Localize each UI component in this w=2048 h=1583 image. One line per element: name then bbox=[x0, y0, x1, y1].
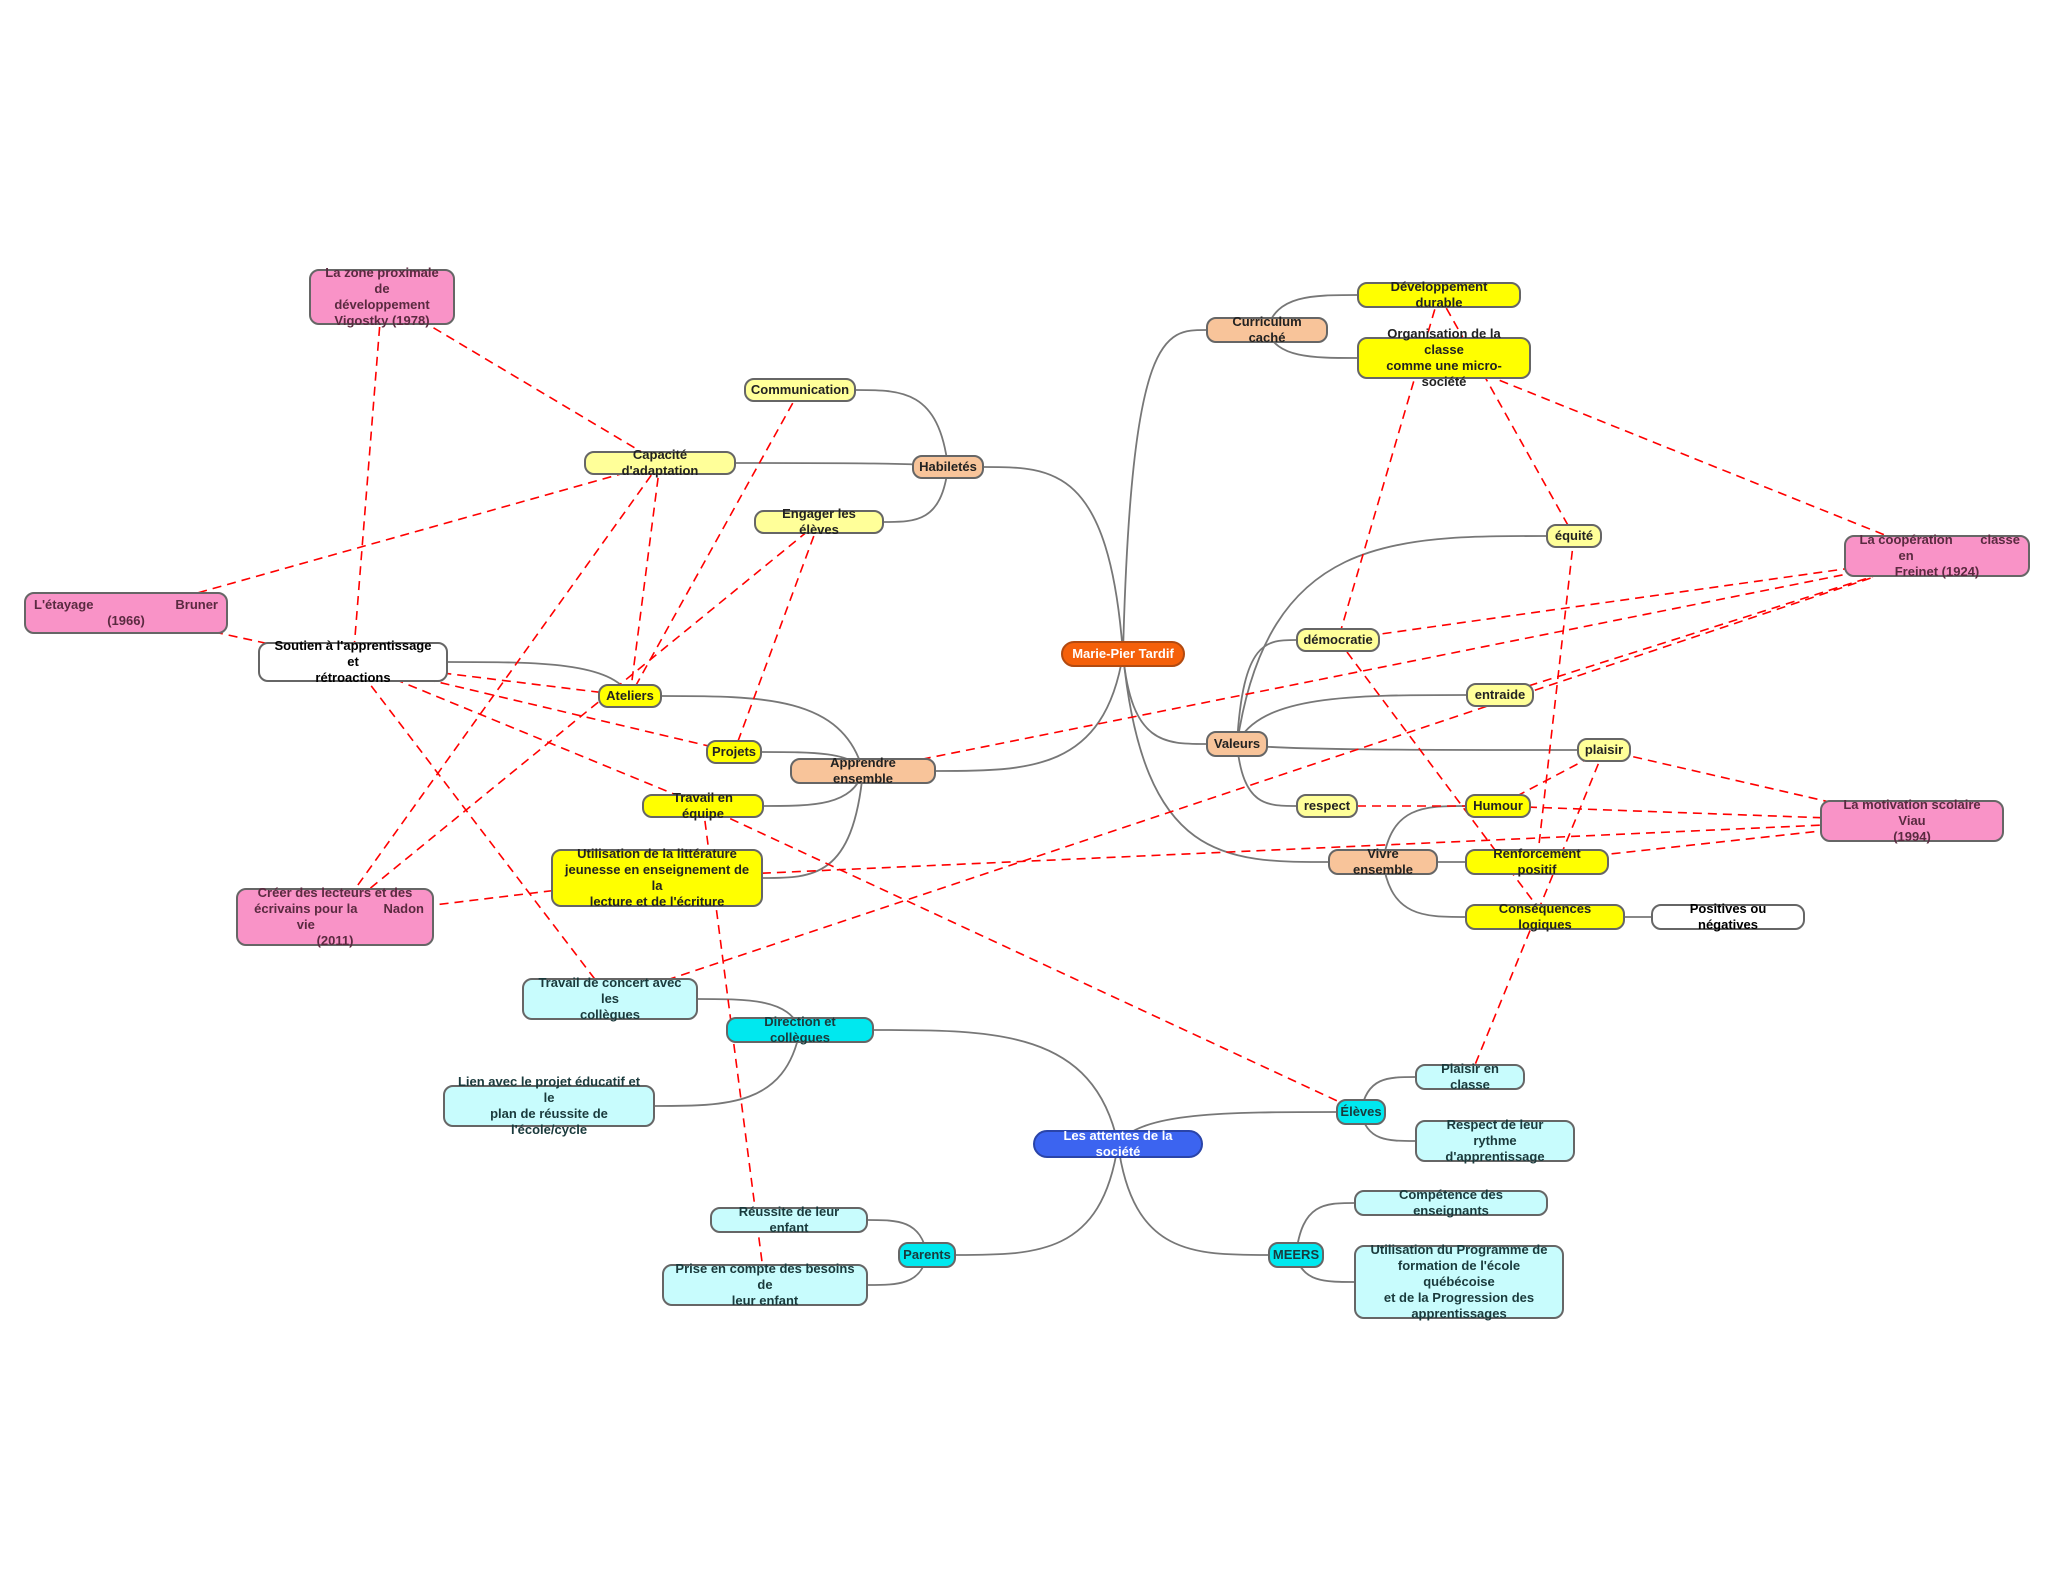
topic-plaisir-classe[interactable]: Plaisir en classe bbox=[1415, 1061, 1525, 1092]
tree-link-central-node-marie-pier-tardif-branch-vivre-ensemble bbox=[1122, 653, 1329, 863]
topic-soutien-apprentissage[interactable]: Soutien à l'apprentissage et rétroaction… bbox=[258, 638, 448, 685]
branch-habiletes[interactable]: Habiletés bbox=[912, 455, 984, 479]
topic-reussite-enfant[interactable]: Réussite de leur enfant bbox=[710, 1204, 868, 1235]
topic-organisation-classe[interactable]: Organisation de la classe comme une micr… bbox=[1357, 326, 1531, 389]
branch-parents[interactable]: Parents bbox=[898, 1242, 956, 1268]
topic-respect-rythme[interactable]: Respect de leur rythme d'apprentissage bbox=[1415, 1117, 1575, 1164]
tree-link-branch-valeurs-topic-entraide bbox=[1236, 694, 1467, 745]
tree-link-central-node-attentes-societe-branch-parents bbox=[955, 1143, 1119, 1256]
tree-link-central-node-marie-pier-tardif-branch-curriculum-cache bbox=[1122, 329, 1207, 655]
tree-link-branch-meers-topic-competence-enseignants bbox=[1295, 1202, 1355, 1256]
tree-link-central-node-marie-pier-tardif-branch-apprendre-ensemble bbox=[935, 653, 1124, 772]
topic-prise-compte-besoins[interactable]: Prise en compte des besoins de leur enfa… bbox=[662, 1261, 868, 1308]
etayage-title: L'étayage bbox=[34, 597, 94, 612]
tree-link-central-node-attentes-societe-branch-direction-collegues bbox=[873, 1029, 1119, 1145]
branch-curriculum-cache[interactable]: Curriculum caché bbox=[1206, 314, 1328, 345]
tree-connectors bbox=[447, 294, 1651, 1286]
relation-link-topic-entraide-reference-cooperation-freinet bbox=[1499, 555, 1938, 696]
reference-cooperation-freinet[interactable]: La coopération en classe Freinet (1924) bbox=[1844, 532, 2030, 579]
relation-link-topic-capacite-adaptation-reference-createurs-lecteurs bbox=[334, 462, 661, 918]
relation-link-topic-democratie-reference-cooperation-freinet bbox=[1337, 555, 1938, 641]
relation-connectors bbox=[125, 294, 1938, 1286]
tree-link-branch-apprendre-ensemble-topic-utilisation-litterature bbox=[762, 770, 864, 879]
relation-link-topic-developpement-durable-topic-equite bbox=[1438, 294, 1575, 537]
topic-entraide[interactable]: entraide bbox=[1466, 683, 1534, 707]
topic-communication[interactable]: Communication bbox=[744, 378, 856, 402]
relation-link-topic-communication-topic-ateliers bbox=[629, 389, 801, 697]
relation-link-topic-travail-equipe-branch-eleves bbox=[702, 805, 1362, 1113]
etayage-author: Bruner bbox=[175, 597, 218, 612]
reference-zone-proximale[interactable]: La zone proximale de développement Vigos… bbox=[309, 265, 455, 328]
cooperation-title: La coopération en bbox=[1859, 532, 1953, 563]
relation-link-topic-organisation-classe-reference-cooperation-freinet bbox=[1443, 357, 1938, 557]
relation-link-topic-soutien-apprentissage-topic-travail-concert bbox=[352, 661, 611, 1000]
central-node-attentes-societe[interactable]: Les attentes de la société bbox=[1033, 1128, 1203, 1159]
relation-link-reference-etayage-topic-capacite-adaptation bbox=[125, 462, 661, 614]
createurs-year: (2011) bbox=[316, 933, 354, 948]
tree-link-branch-apprendre-ensemble-topic-ateliers bbox=[661, 695, 864, 772]
topic-travail-equipe[interactable]: Travail en équipe bbox=[642, 790, 764, 821]
etayage-year: (1966) bbox=[107, 613, 145, 628]
relation-link-topic-engager-eleves-topic-projets bbox=[733, 521, 820, 753]
cooperation-author: Freinet (1924) bbox=[1894, 564, 1980, 579]
branch-eleves[interactable]: Élèves bbox=[1336, 1099, 1386, 1125]
topic-projets[interactable]: Projets bbox=[706, 740, 762, 764]
topic-engager-eleves[interactable]: Engager les élèves bbox=[754, 506, 884, 537]
branch-valeurs[interactable]: Valeurs bbox=[1206, 731, 1268, 757]
cooperation-classe: classe bbox=[1980, 532, 2020, 547]
topic-travail-concert[interactable]: Travail de concert avec les collègues bbox=[522, 975, 698, 1022]
relation-link-topic-utilisation-litterature-reference-motivation-viau bbox=[656, 820, 1913, 879]
topic-ateliers[interactable]: Ateliers bbox=[598, 684, 662, 708]
createurs-line-2: écrivains pour la vie bbox=[254, 901, 358, 932]
topic-humour[interactable]: Humour bbox=[1465, 794, 1531, 818]
tree-link-central-node-attentes-societe-branch-meers bbox=[1117, 1143, 1269, 1256]
reference-createurs-lecteurs[interactable]: Créer des lecteurs et des écrivains pour… bbox=[236, 885, 434, 948]
relation-link-topic-soutien-apprentissage-topic-travail-equipe bbox=[352, 661, 704, 807]
topic-competence-enseignants[interactable]: Compétence des enseignants bbox=[1354, 1187, 1548, 1218]
central-node-marie-pier-tardif[interactable]: Marie-Pier Tardif bbox=[1061, 641, 1185, 667]
tree-link-branch-valeurs-topic-equite bbox=[1236, 535, 1547, 745]
reference-etayage[interactable]: L'étayage Bruner (1966) bbox=[24, 592, 228, 634]
topic-democratie[interactable]: démocratie bbox=[1296, 628, 1380, 652]
relation-link-topic-capacite-adaptation-topic-ateliers bbox=[629, 462, 661, 697]
tree-link-branch-direction-collegues-topic-lien-projet-educatif bbox=[654, 1029, 801, 1107]
relation-link-topic-travail-concert-reference-cooperation-freinet bbox=[609, 555, 1938, 1000]
topic-utilisation-programme[interactable]: Utilisation du Programme de formation de… bbox=[1354, 1242, 1564, 1321]
branch-direction-collegues[interactable]: Direction et collègues bbox=[726, 1014, 874, 1045]
tree-link-branch-vivre-ensemble-topic-consequences-logiques bbox=[1382, 861, 1466, 918]
branch-vivre-ensemble[interactable]: Vivre ensemble bbox=[1328, 846, 1438, 877]
topic-equite[interactable]: équité bbox=[1546, 524, 1602, 548]
relation-link-reference-zone-proximale-topic-soutien-apprentissage bbox=[352, 296, 383, 663]
relation-link-topic-equite-topic-renforcement-positif bbox=[1536, 535, 1575, 863]
reference-motivation-viau[interactable]: La motivation scolaire Viau (1994) bbox=[1820, 797, 2004, 844]
createurs-line-1: Créer des lecteurs et des bbox=[257, 885, 413, 900]
relation-link-branch-apprendre-ensemble-reference-cooperation-freinet bbox=[862, 555, 1938, 772]
tree-link-branch-habiletes-topic-communication bbox=[855, 389, 949, 468]
topic-plaisir[interactable]: plaisir bbox=[1577, 738, 1631, 762]
tree-link-branch-valeurs-topic-democratie bbox=[1236, 639, 1297, 745]
tree-link-branch-habiletes-topic-engager-eleves bbox=[883, 466, 949, 523]
tree-link-branch-valeurs-topic-respect bbox=[1236, 743, 1297, 807]
topic-respect[interactable]: respect bbox=[1296, 794, 1358, 818]
branch-meers[interactable]: MEERS bbox=[1268, 1242, 1324, 1268]
tree-link-central-node-marie-pier-tardif-branch-habiletes bbox=[983, 466, 1124, 655]
createurs-author: Nadon bbox=[383, 901, 424, 916]
topic-utilisation-litterature[interactable]: Utilisation de la littérature jeunesse e… bbox=[551, 846, 763, 909]
topic-consequences-logiques[interactable]: Conséquences logiques bbox=[1465, 901, 1625, 932]
topic-lien-projet-educatif[interactable]: Lien avec le projet éducatif et le plan … bbox=[443, 1074, 655, 1137]
branch-apprendre-ensemble[interactable]: Apprendre ensemble bbox=[790, 755, 936, 786]
topic-positives-negatives[interactable]: Positives ou négatives bbox=[1651, 901, 1805, 932]
topic-renforcement-positif[interactable]: Renforcement positif bbox=[1465, 846, 1609, 877]
tree-link-branch-valeurs-topic-plaisir bbox=[1236, 743, 1578, 751]
topic-developpement-durable[interactable]: Développement durable bbox=[1357, 279, 1521, 310]
topic-capacite-adaptation[interactable]: Capacité d'adaptation bbox=[584, 447, 736, 478]
